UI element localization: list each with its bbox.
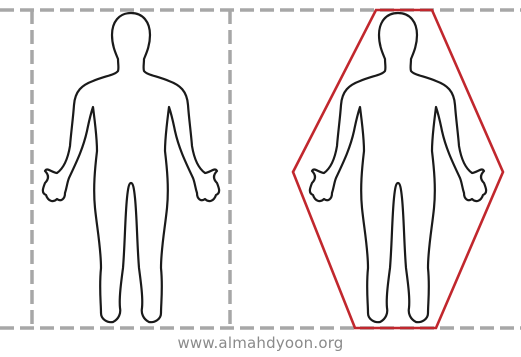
- left-figure-icon: [43, 13, 219, 322]
- website-watermark: www.almahdyoon.org: [0, 334, 521, 352]
